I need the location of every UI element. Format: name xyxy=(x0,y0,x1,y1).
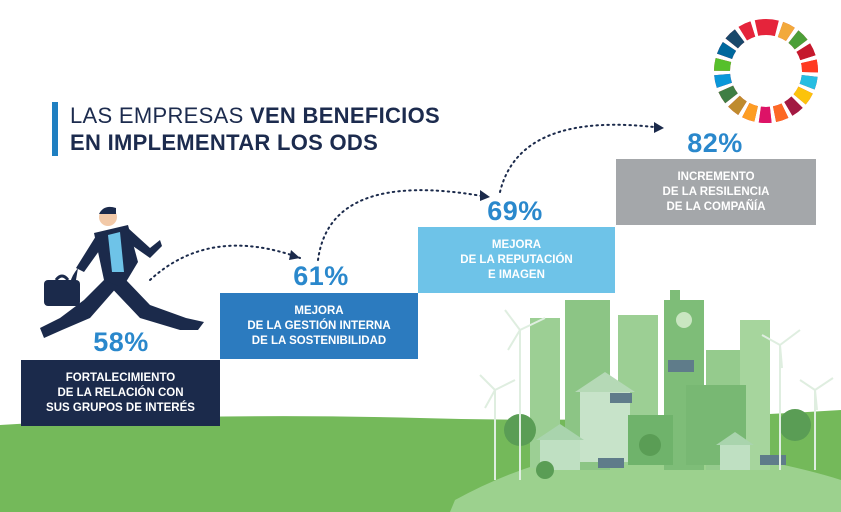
step-1-label: FORTALECIMIENTO DE LA RELACIÓN CON SUS G… xyxy=(46,371,195,414)
step-4-box: INCREMENTO DE LA RESILENCIA DE LA COMPAÑ… xyxy=(616,159,816,225)
step-2-box: MEJORA DE LA GESTIÓN INTERNA DE LA SOSTE… xyxy=(220,293,418,359)
title-accent-bar xyxy=(52,102,58,156)
step-2-label: MEJORA DE LA GESTIÓN INTERNA DE LA SOSTE… xyxy=(247,304,391,347)
step-4-label: INCREMENTO DE LA RESILENCIA DE LA COMPAÑ… xyxy=(662,170,770,213)
businessman-icon xyxy=(40,206,204,338)
step-1-percent: 58% xyxy=(93,327,149,357)
step-2-percent: 61% xyxy=(293,261,349,291)
step-4-percent: 82% xyxy=(687,128,743,158)
title-line1-regular: LAS EMPRESAS xyxy=(70,103,250,128)
step-3-label: MEJORA DE LA REPUTACIÓN E IMAGEN xyxy=(460,238,573,281)
title-line1-bold: VEN BENEFICIOS xyxy=(249,103,440,128)
page-title: LAS EMPRESAS VEN BENEFICIOS EN IMPLEMENT… xyxy=(70,102,440,156)
sdg-wheel-icon xyxy=(714,19,818,123)
title-line2: EN IMPLEMENTAR LOS ODS xyxy=(70,130,379,155)
step-3-box: MEJORA DE LA REPUTACIÓN E IMAGEN xyxy=(418,227,615,293)
progress-arrows xyxy=(149,123,663,281)
step-3-percent: 69% xyxy=(487,196,543,226)
green-city-illustration xyxy=(450,290,841,512)
step-1-box: FORTALECIMIENTO DE LA RELACIÓN CON SUS G… xyxy=(21,360,220,426)
